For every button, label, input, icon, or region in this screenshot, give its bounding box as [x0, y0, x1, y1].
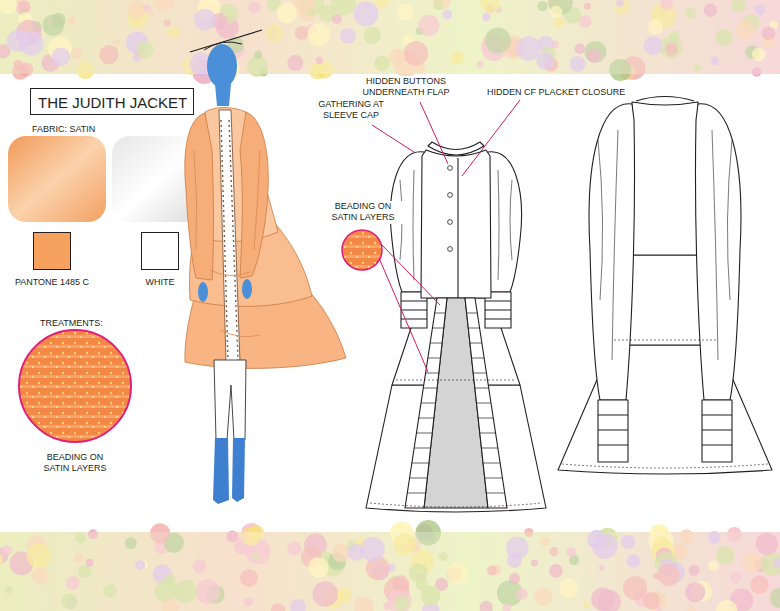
- drawing-path: [232, 438, 245, 502]
- title: THE JUDITH JACKET: [38, 94, 187, 111]
- callout-label: BEADING ON SATIN LAYERS: [322, 201, 404, 224]
- drawing-rect: [0, 532, 780, 611]
- beading-rung: [480, 433, 496, 434]
- band-fade: [0, 0, 780, 74]
- drawing-polygon: [465, 298, 507, 508]
- beading-rung: [481, 448, 498, 449]
- fabric-swatch: [8, 136, 106, 222]
- beading-rung: [435, 313, 446, 314]
- beading-rung: [419, 418, 434, 419]
- beading-rung: [483, 463, 500, 464]
- drawing-path: [215, 84, 231, 106]
- drawing-ellipse: [207, 44, 237, 88]
- beading-rung: [475, 388, 489, 389]
- beading-rung: [478, 418, 493, 419]
- color-swatch: [33, 232, 71, 270]
- front-flat: [366, 142, 546, 512]
- drawing-path: [240, 112, 268, 278]
- beading-rung: [467, 313, 478, 314]
- drawing-path: [214, 360, 246, 440]
- beading-rung: [412, 463, 429, 464]
- drawing-line: [462, 100, 520, 176]
- drawing-path: [562, 340, 768, 468]
- callout-label: GATHERING AT SLEEVE CAP: [308, 99, 394, 122]
- drawing-path: [213, 438, 229, 504]
- title-box: THE JUDITH JACKET: [30, 88, 194, 115]
- drawing-circle: [448, 193, 453, 198]
- drawing-path: [370, 380, 542, 507]
- beading-rung: [407, 493, 425, 494]
- drawing-path: [421, 150, 491, 298]
- drawing-line: [420, 102, 448, 164]
- drawing-rect: [0, 0, 780, 74]
- beading-rung: [426, 373, 439, 374]
- drawing-path: [598, 415, 732, 445]
- drawing-line: [379, 258, 428, 372]
- floral-band: [0, 520, 780, 611]
- drawing-rect: [702, 400, 732, 462]
- floral-band: [0, 0, 780, 84]
- section-heading: TREATMENTS:: [40, 318, 103, 329]
- treatment-detail: [342, 230, 382, 270]
- drawing-path: [221, 120, 238, 360]
- color-swatch: [141, 232, 179, 270]
- drawing-path: [636, 97, 694, 102]
- beading-rung: [410, 478, 428, 479]
- color-name: WHITE: [146, 277, 175, 288]
- drawing-path: [219, 110, 240, 362]
- drawing-line: [372, 125, 414, 152]
- back-flat: [558, 97, 772, 475]
- callout-label: HIDDEN CF PLACKET CLOSURE: [486, 87, 626, 98]
- drawing-circle: [448, 220, 453, 225]
- beading-rung: [468, 328, 479, 329]
- beading-rung: [423, 388, 437, 389]
- drawing-path: [428, 142, 484, 155]
- beading-rung: [421, 403, 436, 404]
- beading-rung: [428, 358, 441, 359]
- beading-rung: [486, 493, 504, 494]
- beading-rung: [432, 328, 443, 329]
- drawing-path: [558, 345, 772, 474]
- beading-rung: [414, 448, 431, 449]
- drawing-rect: [598, 400, 628, 462]
- color-name: PANTONE 1485 C: [15, 277, 89, 288]
- beading-rung: [470, 343, 482, 344]
- fabric-label: FABRIC: SATIN: [32, 124, 95, 135]
- callout-label: HIDDEN BUTTONS UNDERNEATH FLAP: [355, 76, 457, 99]
- beading-rung: [485, 478, 503, 479]
- drawing-path: [194, 150, 260, 337]
- treatment-detail: [19, 330, 131, 442]
- beading-rung: [477, 403, 492, 404]
- drawing-polygon: [405, 298, 447, 508]
- treatment-label: BEADING ON SATIN LAYERS: [35, 452, 115, 475]
- drawing-circle: [448, 166, 453, 171]
- drawing-line: [381, 244, 440, 305]
- beading-rung: [430, 343, 442, 344]
- drawing-path: [598, 130, 732, 360]
- drawing-g: [407, 313, 504, 493]
- leader-lines: [372, 100, 520, 372]
- drawing-path: [630, 102, 700, 255]
- beading-rung: [416, 433, 432, 434]
- beading-rung: [472, 358, 485, 359]
- band-fade: [0, 532, 780, 611]
- beading-rung: [473, 373, 486, 374]
- drawing-ellipse: [198, 282, 208, 302]
- drawing-ellipse: [242, 279, 252, 299]
- drawing-circle: [448, 247, 453, 252]
- drawing-path: [185, 113, 214, 280]
- drawing-line: [457, 158, 458, 298]
